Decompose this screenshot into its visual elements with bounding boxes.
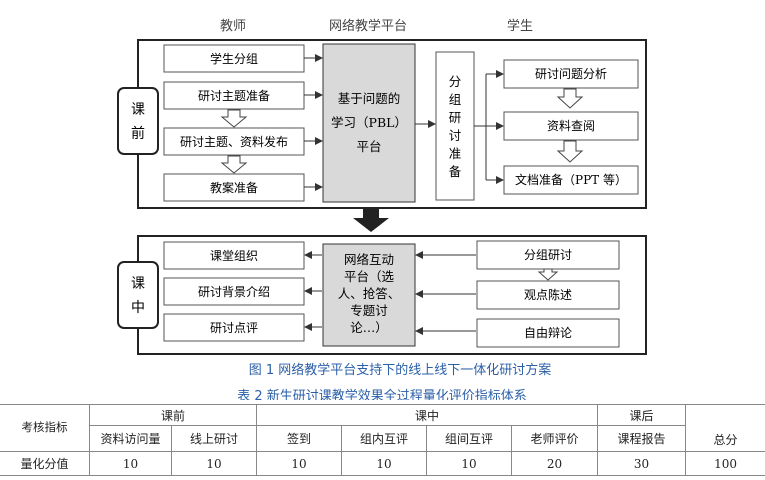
- in-class-phase-char-2: 中: [131, 300, 145, 316]
- pre-teacher-item-4: 教案准备: [210, 180, 258, 195]
- in-student-item-2: 观点陈述: [524, 287, 572, 302]
- subheader-cell: 签到: [256, 425, 342, 452]
- in-student-item-1: 分组研讨: [524, 248, 572, 262]
- in-teacher-box-3: [163, 313, 305, 342]
- pre-student-box-3: [503, 165, 639, 195]
- value-cell: 10: [341, 451, 427, 476]
- subheader-cell: 线上研讨: [171, 425, 257, 452]
- pre-teacher-item-1: 学生分组: [210, 51, 258, 66]
- in-student-item-3: 自由辩论: [524, 326, 572, 340]
- table-caption: 表 2 新生研讨课教学效果全过程量化评价指标体系: [237, 388, 527, 400]
- hollow-down-arrow-icon: [556, 140, 584, 163]
- pre-teacher-box-2: [163, 81, 305, 110]
- group-header-in: 课中: [256, 404, 598, 426]
- in-class-phase-char-1: 课: [131, 276, 145, 292]
- in-student-box-3: [476, 318, 620, 348]
- group-char: 讨: [449, 128, 462, 143]
- hollow-down-arrow-icon: [537, 268, 559, 281]
- pre-teacher-box-4: [163, 173, 305, 202]
- pre-student-item-1: 研讨问题分析: [535, 67, 607, 81]
- pre-student-item-3: 文档准备（PPT 等）: [515, 172, 627, 187]
- table-corner-label: 考核指标: [0, 404, 91, 452]
- subheader-cell: 组内互评: [341, 425, 427, 452]
- hollow-down-arrow-icon: [220, 155, 248, 174]
- pbl-diagram: 教师 网络教学平台 学生 课 前 学生分组 研讨主题准备 研讨主题、资料发布 教…: [117, 18, 647, 400]
- pbl-platform-line-3: 平台: [356, 139, 381, 154]
- evaluation-table: 考核指标 课前 课中 课后 总分 资料访问量 线上研讨 签到 组内互评 组间互评…: [0, 404, 765, 476]
- in-teacher-item-3: 研讨点评: [210, 321, 258, 335]
- interactive-platform-line-5: 论…）: [350, 320, 388, 335]
- group-char: 研: [449, 110, 462, 125]
- group-char: 分: [449, 74, 462, 89]
- in-teacher-box-1: [163, 241, 305, 270]
- pbl-platform-box: [322, 43, 416, 203]
- pbl-platform-line-1: 基于问题的: [338, 91, 401, 106]
- pbl-platform-line-2: 学习（PBL）: [331, 115, 407, 130]
- subheader-cell: 资料访问量: [89, 425, 172, 452]
- table-row: 量化分值 10 10 10 10 10 20 30 100: [0, 451, 765, 476]
- pre-student-box-2: [503, 111, 639, 141]
- in-teacher-item-2: 研讨背景介绍: [198, 285, 270, 299]
- teacher-column-label: 教师: [220, 18, 246, 34]
- group-discussion-prep-label: 分 组 研 讨 准 备: [449, 74, 462, 179]
- pre-teacher-box-1: [163, 44, 305, 73]
- interactive-platform-line-1: 网络互动: [344, 252, 394, 267]
- student-column-label: 学生: [507, 18, 533, 34]
- big-down-arrow-icon: [353, 208, 389, 232]
- value-cell: 10: [256, 451, 342, 476]
- value-cell: 10: [89, 451, 172, 476]
- in-teacher-box-2: [163, 277, 305, 306]
- pre-class-phase-char-2: 前: [131, 125, 145, 142]
- interactive-platform-line-2: 平台（选: [344, 269, 395, 284]
- pre-teacher-item-3: 研讨主题、资料发布: [180, 134, 288, 149]
- platform-column-label: 网络教学平台: [329, 18, 407, 34]
- group-header-post: 课后: [596, 404, 687, 426]
- hollow-down-arrow-icon: [220, 109, 248, 128]
- in-class-phase-box: [117, 261, 159, 329]
- subheader-cell: 组间互评: [426, 425, 512, 452]
- value-cell: 10: [426, 451, 512, 476]
- value-cell: 30: [596, 451, 687, 476]
- pre-teacher-item-2: 研讨主题准备: [198, 89, 270, 103]
- hollow-down-arrow-icon: [556, 88, 584, 109]
- pre-student-box-1: [503, 59, 639, 89]
- group-discussion-prep-box: [435, 51, 475, 201]
- pre-class-phase-char-1: 课: [131, 102, 145, 118]
- subheader-cell: 课程报告: [596, 425, 687, 452]
- in-teacher-item-1: 课堂组织: [210, 249, 258, 263]
- total-header: 总分: [685, 404, 765, 452]
- value-cell: 20: [511, 451, 598, 476]
- figure-caption: 图 1 网络教学平台支持下的线上线下一体化研讨方案: [249, 362, 552, 378]
- interactive-platform-box: [322, 243, 416, 347]
- evaluation-table-wrap: 考核指标 课前 课中 课后 总分 资料访问量 线上研讨 签到 组内互评 组间互评…: [0, 404, 765, 476]
- in-student-box-1: [476, 240, 620, 270]
- in-student-box-2: [476, 280, 620, 310]
- subheader-cell: 老师评价: [511, 425, 598, 452]
- group-header-pre: 课前: [89, 404, 257, 426]
- group-char: 准: [449, 146, 462, 161]
- row-label: 量化分值: [0, 451, 91, 476]
- interactive-platform-line-3: 人、抢答、: [338, 286, 401, 301]
- pre-student-item-2: 资料查阅: [547, 119, 595, 133]
- pre-class-phase-box: [117, 87, 159, 155]
- interactive-platform-line-4: 专题讨: [350, 303, 388, 318]
- value-cell: 10: [171, 451, 257, 476]
- group-char: 备: [449, 164, 462, 179]
- total-value: 100: [685, 451, 765, 476]
- group-char: 组: [449, 92, 462, 107]
